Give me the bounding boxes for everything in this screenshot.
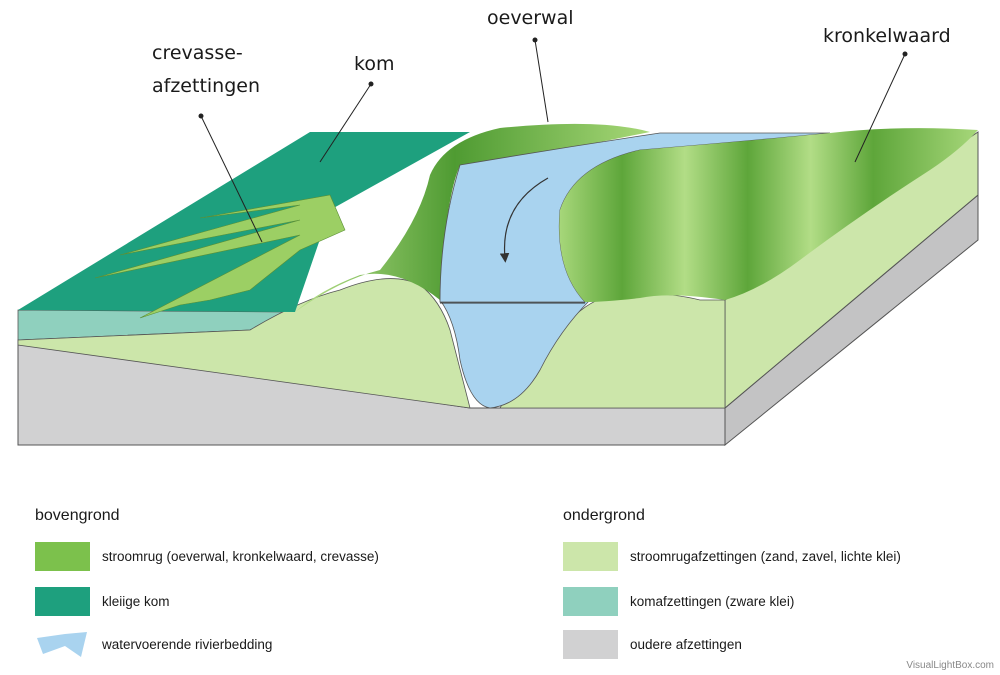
oeverwal-leader-dot bbox=[532, 37, 538, 43]
watermark: VisualLightBox.com bbox=[906, 660, 994, 671]
kronkelwaard-leader-line bbox=[854, 53, 906, 163]
label-crevasse-line2: afzettingen bbox=[152, 75, 260, 97]
legend-label-stroomrugafzettingen: stroomrugafzettingen (zand, zavel, licht… bbox=[630, 548, 901, 564]
oeverwal-surface bbox=[295, 123, 650, 312]
stroomrugafzettingen-front-left bbox=[17, 278, 471, 409]
legend-item-oudere-afzettingen: oudere afzettingen bbox=[563, 628, 742, 660]
kom-leader-dot bbox=[368, 81, 374, 87]
swatch-kleiige-kom bbox=[35, 586, 90, 616]
legend-label-stroomrug: stroomrug (oeverwal, kronkelwaard, creva… bbox=[102, 548, 379, 564]
label-crevasse-line1: crevasse- bbox=[152, 42, 243, 64]
legend-item-stroomrugafzettingen: stroomrugafzettingen (zand, zavel, licht… bbox=[563, 540, 901, 572]
swatch-komafzettingen bbox=[563, 586, 618, 616]
swatch-stroomrug bbox=[35, 541, 90, 571]
legend-item-stroomrug: stroomrug (oeverwal, kronkelwaard, creva… bbox=[35, 540, 379, 572]
legend-label-kleiige-kom: kleiige kom bbox=[102, 593, 170, 609]
legend-heading-bovengrond: bovengrond bbox=[35, 507, 120, 524]
arrow-shape-water bbox=[37, 631, 87, 657]
crevasse-leader-line bbox=[200, 115, 263, 243]
legend-item-komafzettingen: komafzettingen (zware klei) bbox=[563, 585, 794, 617]
swatch-oudere-afzettingen bbox=[563, 629, 618, 659]
kronkelwaard-surface bbox=[559, 128, 978, 302]
label-kronkelwaard: kronkelwaard bbox=[823, 25, 951, 47]
label-kom: kom bbox=[354, 53, 394, 75]
legend-label-watervoerende: watervoerende rivierbedding bbox=[102, 636, 273, 652]
channel-cross-section bbox=[439, 299, 591, 409]
label-oeverwal: oeverwal bbox=[487, 7, 574, 29]
flow-direction-arrow bbox=[499, 177, 549, 263]
crevasse-splay bbox=[94, 194, 346, 319]
legend-heading-ondergrond: ondergrond bbox=[563, 507, 645, 524]
kronkelwaard-leader-dot bbox=[902, 51, 908, 57]
oeverwal-leader-line bbox=[534, 39, 549, 123]
crevasse-leader-dot bbox=[198, 113, 204, 119]
river-block-diagram: crevasse- afzettingen kom oeverwal kronk… bbox=[17, 7, 979, 447]
legend-label-komafzettingen: komafzettingen (zware klei) bbox=[630, 593, 795, 609]
legend-item-kleiige-kom: kleiige kom bbox=[35, 585, 170, 617]
kom-leader-line bbox=[319, 83, 372, 163]
swatch-stroomrugafzettingen bbox=[563, 541, 618, 571]
legend-item-watervoerende: watervoerende rivierbedding bbox=[35, 628, 272, 660]
legend-label-oudere-afzettingen: oudere afzettingen bbox=[630, 636, 742, 652]
